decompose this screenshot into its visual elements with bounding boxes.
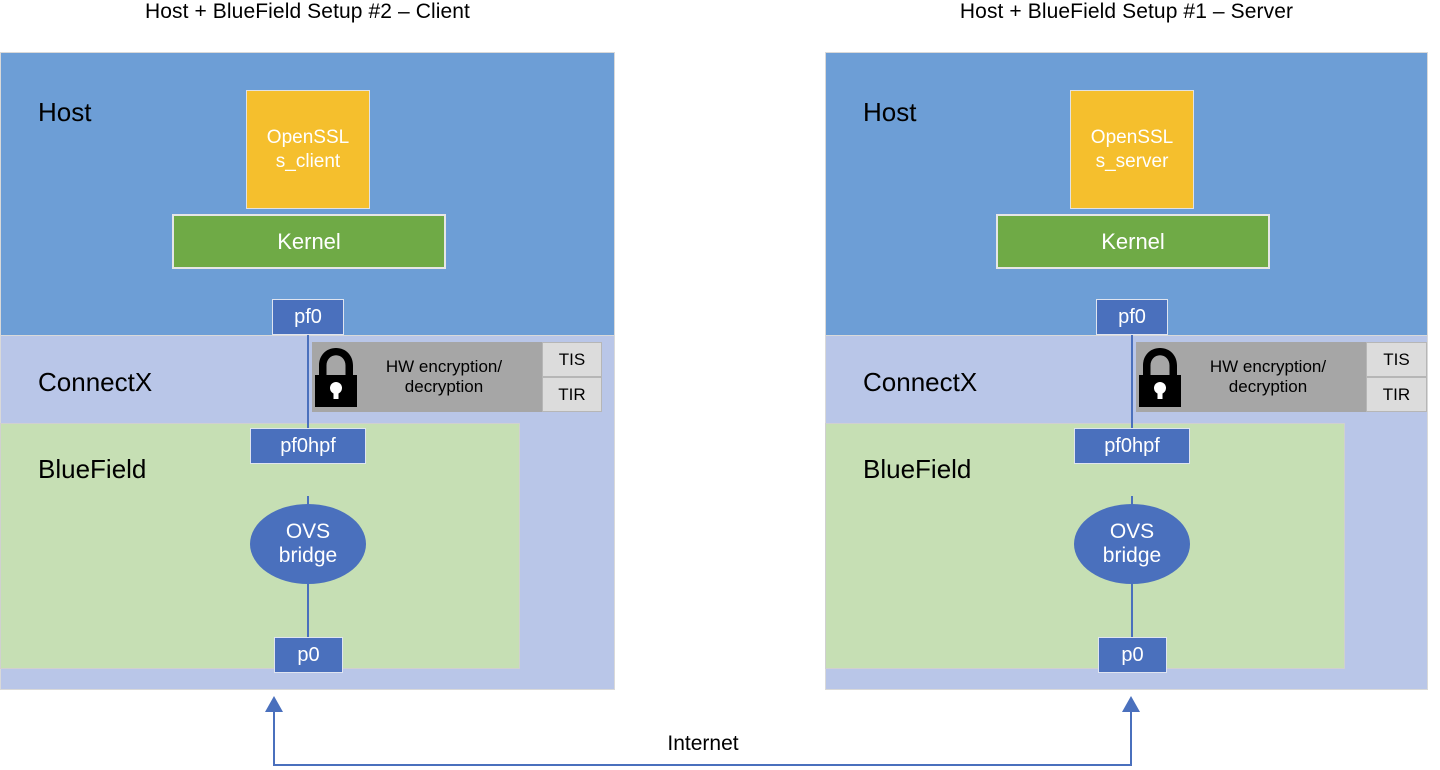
tag-tis-server[interactable]: TIS	[1366, 342, 1427, 377]
lock-icon	[1136, 346, 1184, 413]
internet-arrow-left	[265, 696, 283, 712]
port-p0-server[interactable]: p0	[1098, 637, 1167, 673]
lock-icon	[312, 346, 360, 413]
kernel-box-server[interactable]: Kernel	[996, 214, 1270, 269]
hw-encryption-line1-server: HW encryption/	[1209, 356, 1327, 376]
port-pf0hpf-client[interactable]: pf0hpf	[250, 428, 366, 464]
bluefield-layer-label-client: BlueField	[38, 454, 147, 484]
openssl-server-line2: s_server	[1095, 150, 1169, 172]
host-layer-label-server: Host	[863, 97, 917, 127]
connector-ovs-to-p0-server	[1131, 571, 1133, 643]
tag-tis-client[interactable]: TIS	[542, 342, 602, 377]
openssl-client-box[interactable]: OpenSSL s_client	[246, 90, 370, 209]
internet-link-left-vertical	[273, 712, 275, 766]
kernel-box-client[interactable]: Kernel	[172, 214, 446, 269]
internet-link-right-vertical	[1130, 712, 1132, 766]
connectx-layer-label-client: ConnectX	[38, 367, 153, 397]
connector-pf0-to-pf0hpf-client	[307, 327, 309, 443]
openssl-server-line1: OpenSSL	[1090, 127, 1174, 149]
ovs-bridge-line1-client: OVS	[285, 519, 331, 543]
openssl-server-box[interactable]: OpenSSL s_server	[1070, 90, 1194, 209]
setup-panel-server: Host ConnectX BlueField OpenSSL s_server…	[825, 52, 1428, 690]
port-pf0hpf-server[interactable]: pf0hpf	[1074, 428, 1190, 464]
ovs-bridge-server[interactable]: OVS bridge	[1074, 504, 1190, 584]
tag-tir-server[interactable]: TIR	[1366, 377, 1427, 412]
openssl-client-line2: s_client	[275, 150, 341, 172]
ovs-bridge-line1-server: OVS	[1109, 519, 1155, 543]
port-pf0-server[interactable]: pf0	[1096, 299, 1168, 335]
connector-pf0-to-pf0hpf-server	[1131, 327, 1133, 443]
ovs-bridge-client[interactable]: OVS bridge	[250, 504, 366, 584]
connector-ovs-to-p0-client	[307, 571, 309, 643]
hw-encryption-line2-client: decryption	[404, 377, 484, 396]
setup-panel-client: Host ConnectX BlueField OpenSSL s_client…	[0, 52, 615, 690]
internet-label: Internet	[667, 732, 739, 755]
title-right-setup: Host + BlueField Setup #1 – Server	[959, 0, 1294, 23]
tag-tir-client[interactable]: TIR	[542, 377, 602, 412]
internet-arrow-right	[1122, 696, 1140, 712]
bluefield-layer-label-server: BlueField	[863, 454, 972, 484]
title-left-setup: Host + BlueField Setup #2 – Client	[144, 0, 470, 23]
ovs-bridge-line2-client: bridge	[278, 544, 338, 567]
hw-encryption-line2-server: decryption	[1228, 377, 1308, 396]
port-pf0-client[interactable]: pf0	[272, 299, 344, 335]
internet-link-horizontal	[273, 764, 1132, 766]
port-p0-client[interactable]: p0	[274, 637, 343, 673]
ovs-bridge-line2-server: bridge	[1102, 544, 1162, 567]
hw-encryption-line1-client: HW encryption/	[385, 356, 503, 376]
connectx-layer-label-server: ConnectX	[863, 367, 978, 397]
openssl-client-line1: OpenSSL	[266, 127, 350, 149]
host-layer-label-client: Host	[38, 97, 92, 127]
